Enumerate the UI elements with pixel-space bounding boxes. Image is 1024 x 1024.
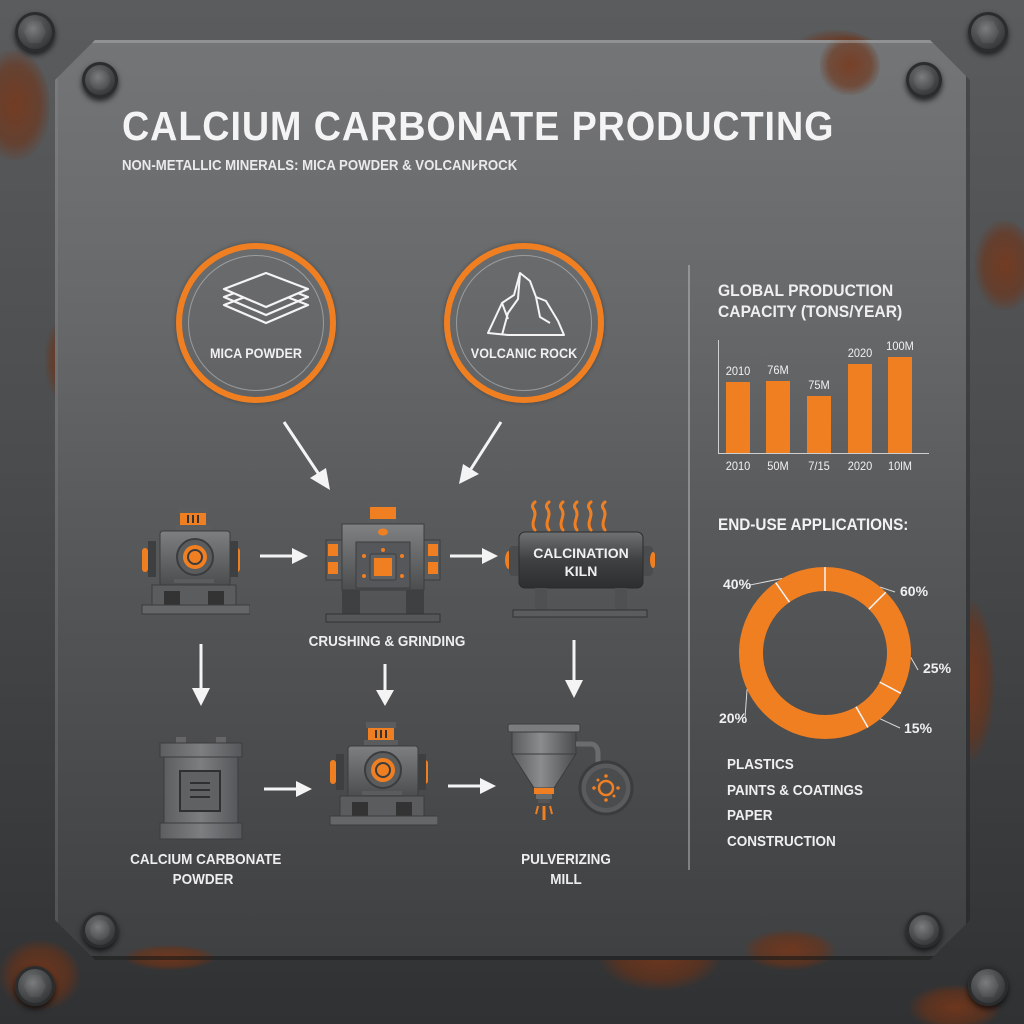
layers-icon [222,271,310,325]
source-label: MICA POWDER [210,345,302,361]
vertical-divider [688,265,690,870]
donut-label: 60% [900,583,929,599]
source-label: VOLCANIC ROCK [470,345,578,361]
arrow-down-icon [376,664,394,706]
bolt-icon [906,912,942,948]
source-volcanic-rock: VOLCANIC ROCK [444,243,604,403]
capacity-bar-chart: 2010 2010 76M 50M 75M 7/15 2020 2020 100M 10lM [716,338,941,488]
inner-ring [456,255,592,391]
legend-item: CONSTRUCTION [727,832,836,850]
bar-value-label: 100M [886,339,914,354]
bolt-icon [968,966,1008,1006]
bar [726,382,750,453]
legend-item: PAINTS & COATINGS [727,781,864,799]
step-label-product: CALCIUM CARBONATE POWDER [130,851,282,888]
donut-label: 40% [723,576,752,592]
legend-item: PAPER [727,807,773,824]
bolt-icon [15,966,55,1006]
arrow-down-right-icon [282,421,330,490]
donut-label: 25% [923,660,952,676]
bar-value-label: 75M [808,378,830,392]
arrow-right-icon [448,778,496,794]
bar-category-label: 2010 [725,459,751,473]
bar-value-label: 2010 [725,364,751,379]
bar-category-label: 7/15 [808,459,830,473]
legend-item: PLASTICS [727,756,794,773]
arrow-right-icon [264,781,312,797]
bolt-icon [15,12,55,52]
kiln: CALCINATION KILN [505,500,655,620]
crusher-machine-icon [325,486,441,623]
kiln-label: CALCINATION KILN [533,545,629,579]
arrow-right-icon [260,548,308,564]
donut-chart [739,567,919,739]
rust-patch [0,50,50,160]
gear-motor-icon [141,507,250,615]
rust-patch [745,930,835,970]
bolt-icon [968,12,1008,52]
arrow-down-left-icon [459,421,503,484]
rust-patch [820,35,880,95]
heat-waves-icon [530,500,607,532]
source-mica-powder: MICA POWDER [176,243,336,403]
donut-label: 20% [719,710,748,726]
bar-value-label: 2020 [847,346,873,361]
bar [888,357,912,453]
bar [807,396,831,453]
applications-title: END-USE APPLICATIONS: [718,515,909,534]
hopper-mill-icon [507,723,634,820]
donut-label: 15% [904,720,933,736]
x-axis [718,453,929,454]
capacity-chart-title: GLOBAL PRODUCTION CAPACITY (TONS/YEAR) [718,281,903,321]
bar-category-label: 2020 [847,459,873,473]
bar-category-label: 50M [767,459,789,473]
bolt-icon [906,62,942,98]
bolt-icon [82,912,118,948]
inner-ring [188,255,324,391]
page-title: CALCIUM CARBONATE PRODUCTING [122,103,835,149]
container-icon [159,737,243,840]
rust-patch [125,945,215,970]
arrow-down-icon [565,640,583,698]
bolt-icon [82,62,118,98]
bar [848,364,872,453]
y-axis [718,340,719,454]
arrow-down-icon [192,644,210,706]
gear-motor-icon [329,722,438,826]
rust-patch [975,220,1024,310]
bar [766,381,790,453]
mountain-rock-icon [487,272,565,336]
bar-value-label: 76M [767,363,789,378]
arrow-right-icon [450,548,498,564]
step-label-crushing: CRUSHING & GRINDING [308,633,466,650]
page-subtitle: NON-METALLIC MINERALS: MICA POWDER & VOL… [122,157,518,174]
applications-legend: PLASTICS PAINTS & COATINGS PAPER CONSTRU… [727,752,863,854]
applications-donut-chart: 40% 60% 25% 15% 20% [700,560,960,750]
step-label-pulverizer: PULVERIZING MILL [521,851,611,888]
kiln-icon [505,531,655,618]
bar-category-label: 10lM [888,459,912,473]
